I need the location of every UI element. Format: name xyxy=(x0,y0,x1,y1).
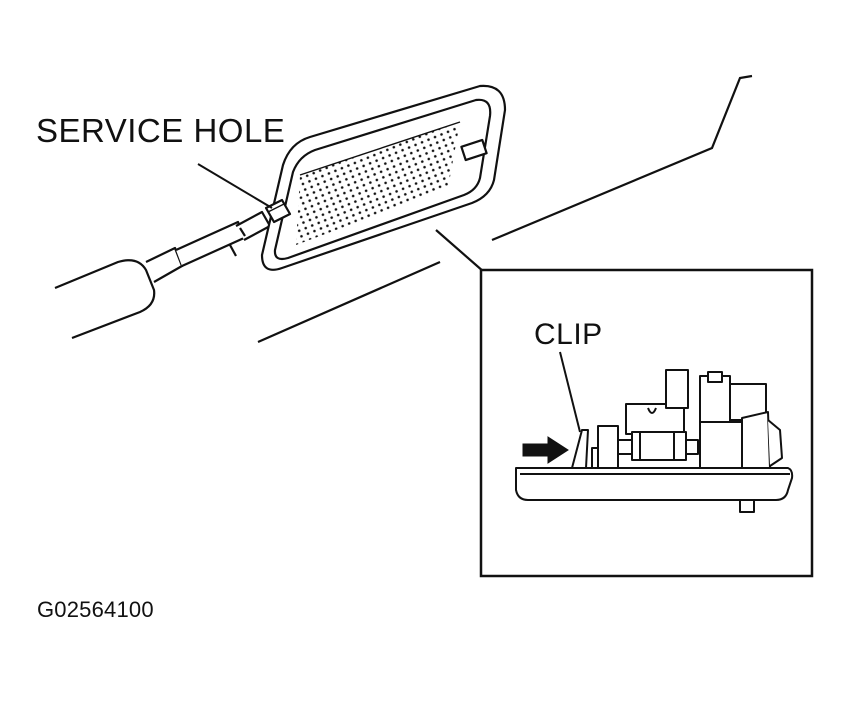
service-hole-leader xyxy=(197,163,273,209)
lamp-side-view xyxy=(515,369,794,513)
clip-leader xyxy=(559,351,581,433)
push-direction-arrow-icon xyxy=(522,436,569,464)
ceiling-lines xyxy=(257,74,753,344)
figure-code: G02564100 xyxy=(37,597,154,622)
service-hole-label: SERVICE HOLE xyxy=(36,112,286,149)
interior-lamp xyxy=(260,84,507,271)
screwdriver xyxy=(54,210,272,340)
clip-label: CLIP xyxy=(534,318,603,351)
inset-leader xyxy=(435,229,485,273)
